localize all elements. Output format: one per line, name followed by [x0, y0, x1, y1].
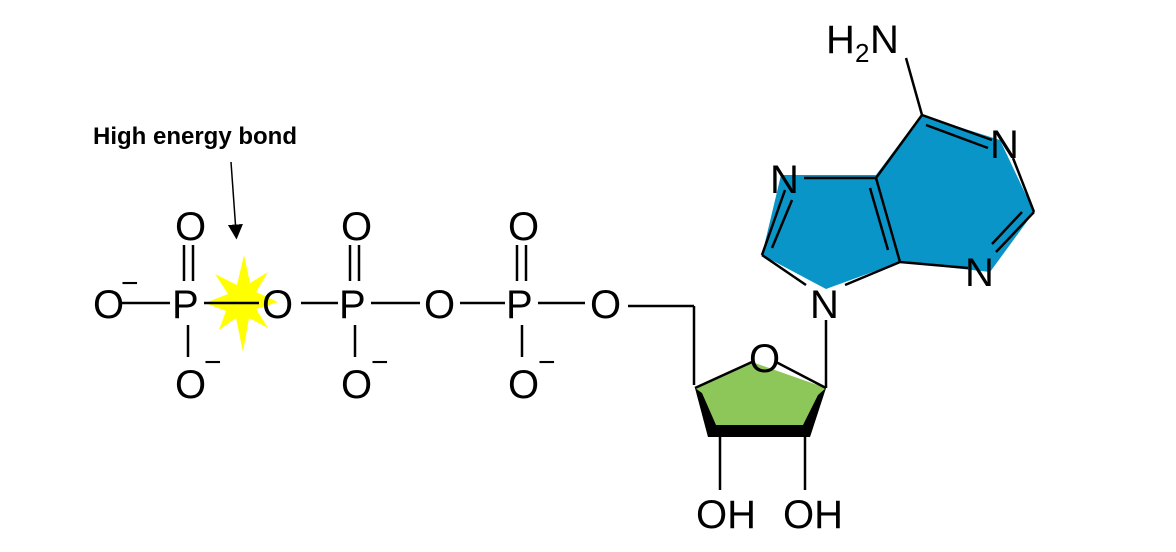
oxygen-charge: − [538, 346, 556, 379]
terminal-oxygen: O [93, 283, 124, 327]
phosphate-bottom-oxygen: O [508, 363, 539, 407]
phosphate-bottom-oxygen: O [341, 363, 372, 407]
phosphate-double-oxygen: O [175, 205, 206, 249]
bridge-oxygen: O [262, 283, 293, 327]
ribose-ring [695, 362, 826, 437]
phosphate-bottom-oxygen: O [175, 363, 206, 407]
phosphate-double-oxygen: O [508, 205, 539, 249]
amine-subscript: 2 [855, 38, 869, 68]
ribose-ring-edge [775, 360, 827, 390]
ribose-ring-oxygen: O [749, 337, 780, 381]
phosphate-double-oxygen: O [341, 205, 372, 249]
oxygen-charge: − [204, 346, 222, 379]
ribose-ring-edge [694, 360, 753, 390]
terminal-oxygen-charge: − [121, 267, 139, 300]
ribose-ring-bold-edge [695, 388, 826, 437]
phosphorus-alpha: P [172, 283, 199, 327]
adenine-nitrogen: N [810, 283, 839, 327]
phosphorus-gamma: P [506, 283, 533, 327]
adenine-bonds [760, 57, 1036, 287]
adenine-nitrogen: N [965, 251, 994, 295]
bridge-oxygen: O [424, 283, 455, 327]
phosphorus-beta: P [339, 283, 366, 327]
high-energy-bond-label: High energy bond [93, 123, 297, 150]
ribose-hydroxyl: OH [783, 493, 843, 537]
oxygen-charge: − [371, 346, 389, 379]
annotation-arrow [227, 161, 243, 240]
amine-nitrogen: N [870, 18, 899, 62]
adenine-ring [762, 115, 1034, 289]
bridge-oxygen: O [590, 283, 621, 327]
adenine-nitrogen: N [770, 158, 799, 202]
phosphate-chain-bonds [121, 245, 696, 385]
ribose-hydroxyl: OH [696, 493, 756, 537]
adenine-nitrogen: N [990, 123, 1019, 167]
amine-hydrogen: H [826, 18, 855, 62]
